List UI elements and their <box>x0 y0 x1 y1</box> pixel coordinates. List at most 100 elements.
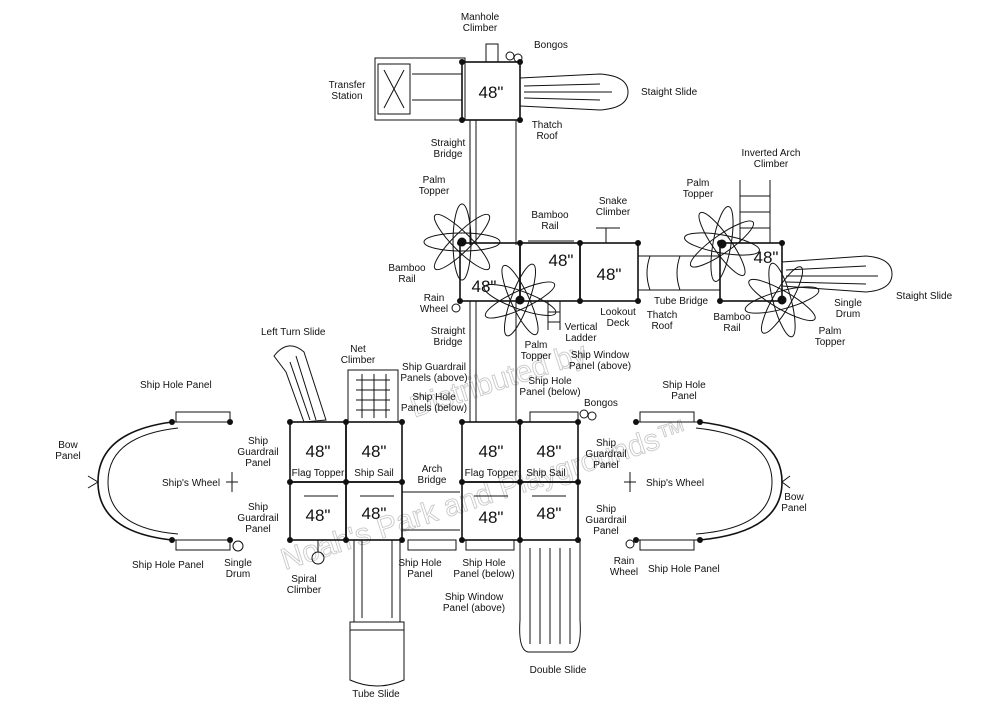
straight-bridge-top <box>469 120 517 245</box>
ship-hole-panel-below-bottom <box>465 539 515 551</box>
label-ship-hole-panel-left-top: Ship Hole Panel <box>140 380 212 391</box>
label-line: Roof <box>651 321 672 332</box>
label-line: Panels (below) <box>401 403 467 414</box>
label-line: Wheel <box>610 567 638 578</box>
tube-bridge <box>638 255 720 291</box>
label-line: Guardrail <box>585 449 626 460</box>
label-line: Panel <box>671 391 697 402</box>
tube-slide <box>353 540 401 622</box>
label-line: Ladder <box>565 333 597 344</box>
label-line: Rail <box>541 221 558 232</box>
arch-bridge <box>402 491 460 531</box>
ships-wheel-right <box>624 472 636 492</box>
label-line: Bongos <box>534 40 568 51</box>
label-line: Straight <box>431 326 466 337</box>
label-line: Panel (above) <box>569 361 631 372</box>
label-line: Guardrail <box>237 447 278 458</box>
label-line: Guardrail <box>585 515 626 526</box>
deck-left-br-height: 48" <box>362 504 387 523</box>
label-left-turn-slide: Left Turn Slide <box>261 327 326 338</box>
rain-wheel-right <box>625 539 635 549</box>
label-line: Ship's Wheel <box>162 478 220 489</box>
deck-upper-right-height: 48" <box>597 265 622 284</box>
label-line: Bongos <box>584 398 618 409</box>
label-line: Ship Window <box>445 592 504 603</box>
label-line: Panel <box>245 524 271 535</box>
label-line: Station <box>331 91 362 102</box>
label-ship-sail-right: Ship Sail <box>526 468 565 479</box>
label-line: Drum <box>836 309 860 320</box>
deck-right-tl-height: 48" <box>479 442 504 461</box>
label-line: Panel <box>245 458 271 469</box>
deck-left-tl-height: 48" <box>306 442 331 461</box>
label-line: Vertical <box>565 322 598 333</box>
label-line: Ship Hole Panel <box>140 380 212 391</box>
label-line: Bow <box>58 440 78 451</box>
label-line: Snake <box>599 196 628 207</box>
label-line: Panel <box>55 451 81 462</box>
label-line: Ship Hole Panel <box>648 564 720 575</box>
label-line: Panel <box>593 460 619 471</box>
upper-middle <box>451 180 893 422</box>
label-bongos-top: Bongos <box>534 40 568 51</box>
label-line: Left Turn Slide <box>261 327 326 338</box>
label-line: Panel <box>593 526 619 537</box>
label-line: Net <box>350 344 366 355</box>
palm-topper-mid <box>483 263 557 337</box>
label-ships-wheel-right: Ship's Wheel <box>646 478 704 489</box>
label-line: Bridge <box>434 337 463 348</box>
label-line: Ship <box>596 438 616 449</box>
label-line: Guardrail <box>237 513 278 524</box>
label-line: Bow <box>784 492 804 503</box>
label-line: Panel (above) <box>443 603 505 614</box>
deck-far-right-height: 48" <box>754 248 779 267</box>
bow-panel-right <box>699 421 783 541</box>
label-line: Drum <box>226 569 250 580</box>
label-bongos-mid: Bongos <box>584 398 618 409</box>
label-flag-topper-left: Flag Topper <box>292 468 345 479</box>
label-line: Flag Topper <box>465 468 518 479</box>
deck-upper-right <box>579 242 639 302</box>
label-ships-wheel-left: Ship's Wheel <box>162 478 220 489</box>
deck-right-br-height: 48" <box>537 504 562 523</box>
left-ship <box>87 345 460 687</box>
label-ship-hole-panel-right-bottom: Ship Hole Panel <box>648 564 720 575</box>
palm-topper-right-top <box>684 206 760 282</box>
ship-hole-panel-below-top <box>529 411 579 423</box>
label-line: Rain <box>424 293 445 304</box>
label-flag-topper-right: Flag Topper <box>465 468 518 479</box>
label-line: Ship Hole <box>662 380 706 391</box>
label-line: Panel (below) <box>453 569 514 580</box>
label-line: Thatch <box>647 310 678 321</box>
label-line: Single <box>834 298 862 309</box>
label-line: Ship Hole <box>412 392 456 403</box>
ship-hole-panel-right-bottom <box>639 539 695 551</box>
deck-height-labels: 48" 48" 48" 48" 48" 48" 48" 48" 48" 48" … <box>306 83 779 527</box>
label-straight-slide-right: Staight Slide <box>896 291 953 302</box>
label-line: Ship <box>596 504 616 515</box>
label-ship-hole-panel-left-bottom: Ship Hole Panel <box>132 560 204 571</box>
label-line: Straight <box>431 138 466 149</box>
label-line: Panels (above) <box>400 373 467 384</box>
rain-wheel-top <box>451 303 461 313</box>
label-line: Manhole <box>461 12 500 23</box>
deck-upper-left-height: 48" <box>472 277 497 296</box>
label-line: Topper <box>419 186 450 197</box>
